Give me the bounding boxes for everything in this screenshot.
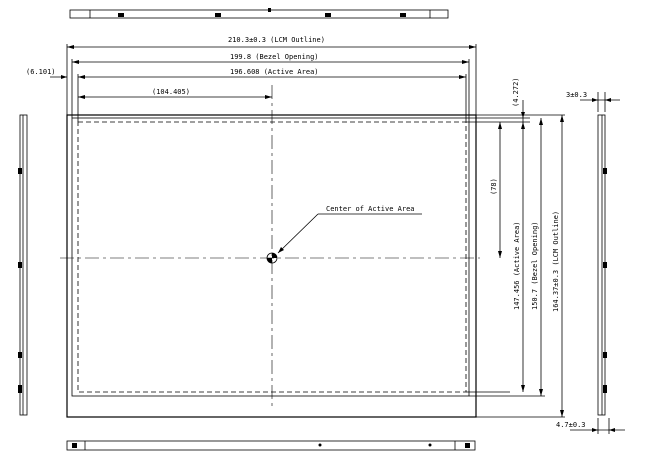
bezel-opening	[71, 117, 470, 397]
lcm-outline	[66, 114, 477, 418]
bezel-opening-height-dim: 150.7 (Bezel Opening)	[531, 221, 539, 310]
right-side-view	[597, 99, 625, 431]
horizontal-dimensions: 210.3±0.3 (LCM Outline) 199.8 (Bezel Ope…	[26, 36, 477, 122]
lcm-front-view	[60, 85, 480, 418]
thickness-dimensions: 3±0.3 4.7±0.3	[556, 91, 615, 434]
center-x-offset-dim: (104.405)	[152, 88, 190, 96]
vertical-dimensions: (4.272) (78) 147.456 (Active Area) 150.7…	[466, 77, 565, 418]
lcm-outline-width-dim: 210.3±0.3 (LCM Outline)	[228, 36, 325, 44]
active-area-width-dim: 196.608 (Active Area)	[230, 68, 319, 76]
center-of-active-area-label: Center of Active Area	[326, 205, 415, 213]
left-offset-dim: (6.101)	[26, 68, 56, 76]
thickness-top-dim: 3±0.3	[566, 91, 587, 99]
left-side-view	[18, 114, 28, 416]
thickness-bottom-dim: 4.7±0.3	[556, 421, 586, 429]
lcm-outline-height-dim: 164.37±0.3 (LCM Outline)	[552, 211, 560, 312]
center-y-offset-dim: (78)	[490, 178, 498, 195]
bottom-side-view	[66, 440, 476, 451]
top-side-view	[69, 8, 449, 19]
bezel-opening-width-dim: 199.8 (Bezel Opening)	[230, 53, 319, 61]
center-annotation: Center of Active Area	[277, 205, 422, 254]
active-area-height-dim: 147.456 (Active Area)	[513, 221, 521, 310]
top-offset-dim: (4.272)	[512, 77, 520, 107]
